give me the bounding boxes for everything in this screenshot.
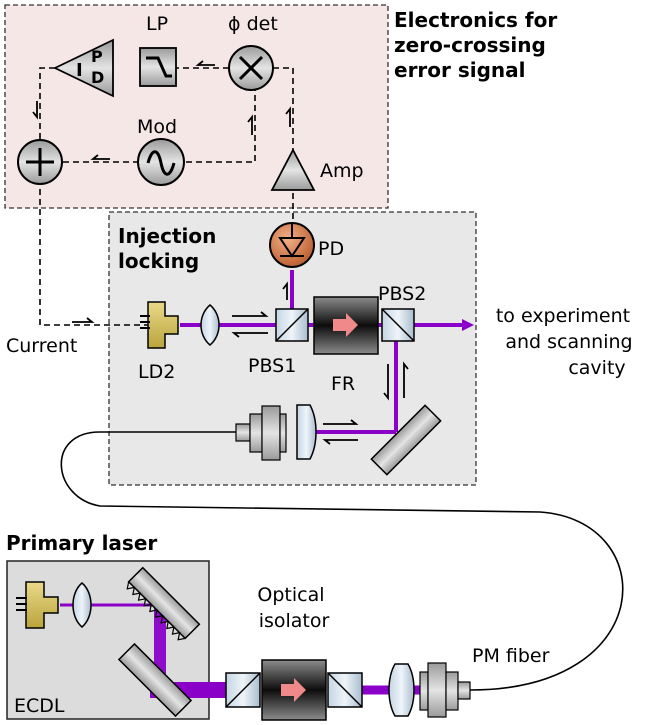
rf-amplifier: Amp: [270, 148, 364, 191]
pbs1: PBS1: [248, 308, 309, 377]
injection-title: Injection locking: [118, 224, 223, 273]
photodiode-icon: [278, 224, 306, 258]
current-label: Current: [6, 335, 77, 357]
sine-wave-icon: [146, 150, 176, 176]
mixer-x-icon: [238, 55, 264, 81]
amplifier-label: Amp: [320, 160, 364, 182]
collimating-lens-primary: [72, 582, 92, 628]
slave-laser-diode: LD2: [138, 301, 179, 383]
summing-junction: [17, 139, 63, 185]
modulator: Mod: [137, 116, 185, 186]
pd-amp-letter-p: P: [91, 47, 103, 66]
pm-fiber-cable: [60, 431, 624, 691]
output-arrow-head: [462, 319, 474, 331]
photodiode: PD: [269, 222, 344, 268]
plus-icon: [26, 148, 54, 176]
faraday-arrow-icon: [333, 313, 358, 337]
faraday-rotator: FR: [313, 296, 379, 395]
primary-mirror: [117, 642, 193, 718]
electronics-box: [4, 4, 389, 209]
fr-label: FR: [331, 373, 355, 395]
electronics-title: Electronics for zero-crossing error sign…: [394, 8, 564, 82]
beam-direction-arrows: [231, 281, 409, 445]
pbs2-label: PBS2: [378, 283, 426, 305]
signal-direction-arrows: [32, 60, 291, 323]
ecdl-label: ECDL: [14, 695, 65, 717]
isolator-arrow-icon: [281, 678, 306, 702]
injection-mirror: [370, 404, 442, 476]
fiber-lens-injection: [296, 404, 317, 460]
phase-detector-label: ϕ det: [228, 13, 278, 35]
pd-amp-letter-d: D: [91, 68, 104, 87]
modulator-label: Mod: [137, 116, 177, 138]
photodiode-amplifier: I P D: [52, 38, 114, 98]
fiber-collimator-injection: [235, 405, 287, 461]
ld2-label: LD2: [138, 361, 175, 383]
pbs1-label: PBS1: [248, 355, 296, 377]
pm-fiber-label: PM fiber: [472, 645, 550, 667]
primary-laser-title: Primary laser: [6, 531, 157, 555]
lowpass-filter: LP: [139, 13, 177, 87]
fiber-collimator-primary: [419, 662, 471, 718]
pd-amp-letter-i: I: [76, 60, 83, 81]
lowpass-icon: [146, 56, 172, 78]
diffraction-grating: [126, 566, 201, 641]
output-label: to experiment and scanning cavity: [496, 305, 639, 379]
primary-laser-diode: [16, 581, 59, 629]
optical-isolator: [225, 659, 363, 721]
collimating-lens-ld2: [200, 304, 220, 346]
lowpass-label: LP: [146, 13, 168, 35]
pd-label: PD: [318, 238, 344, 260]
phase-detector: ϕ det: [228, 13, 278, 91]
isolator-label: Optical isolator: [257, 584, 330, 632]
pbs2: PBS2: [378, 283, 426, 342]
fiber-lens-primary: [388, 663, 415, 717]
electrical-lines: [39, 67, 294, 326]
